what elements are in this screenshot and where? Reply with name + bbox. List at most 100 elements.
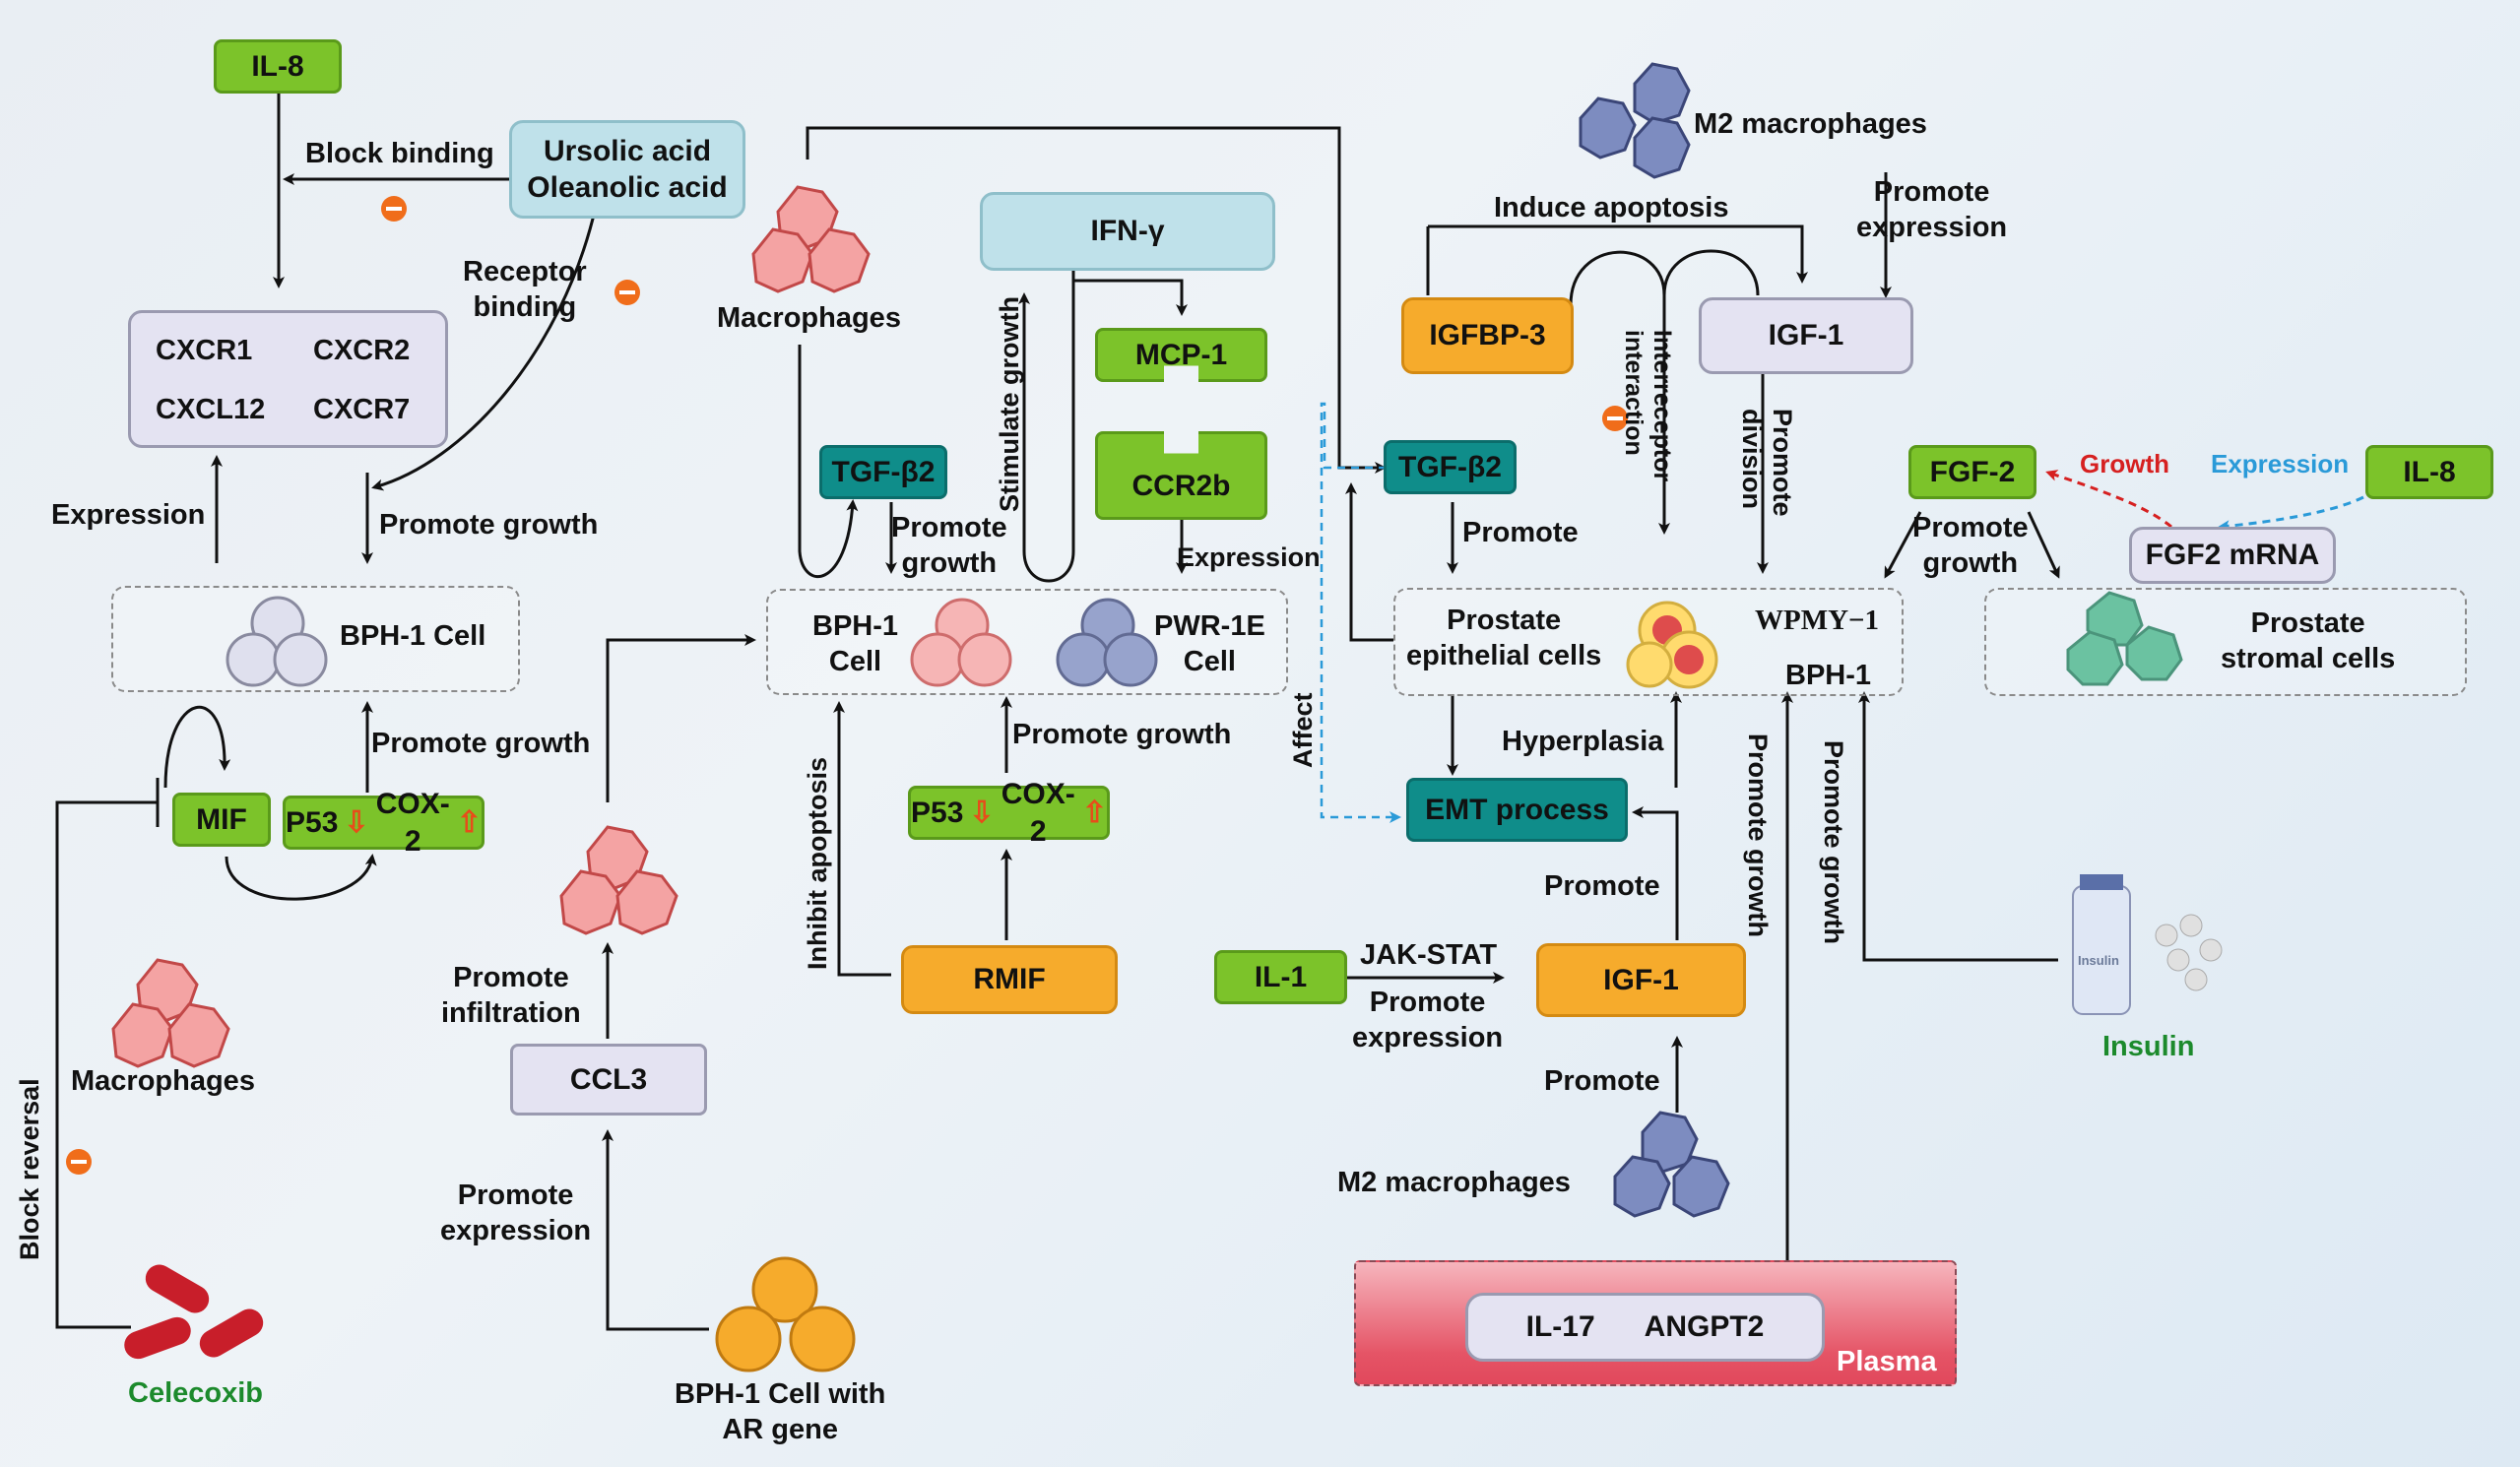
promote-division-line1: Promote	[1768, 409, 1797, 517]
stromal-line2: stromal cells	[2221, 643, 2396, 675]
bph1-center-line1: BPH-1	[812, 610, 899, 642]
celecoxib-label: Celecoxib	[128, 1377, 263, 1409]
arrow-up-icon: ⇧	[456, 805, 482, 839]
block-reversal-label: Block reversal	[15, 1078, 44, 1260]
angpt2-label: ANGPT2	[1644, 1310, 1765, 1344]
p53-cox2-center-node: P53⇩ COX-2⇧	[908, 778, 1110, 848]
arrow-igf1-emt	[1632, 806, 1679, 940]
macrophages-center-label: Macrophages	[717, 302, 901, 334]
arrow-mrna-fgf2-growth	[2045, 470, 2172, 529]
stromal-cells-box	[1984, 588, 2467, 696]
bph1-cell-left-box	[111, 586, 520, 692]
promote-expression-m2-line2: expression	[1856, 212, 2008, 244]
arrow-affect	[1320, 402, 1401, 823]
ursolic-acid-node: Ursolic acid Oleanolic acid	[509, 120, 745, 219]
promote-expression-il1-line2: expression	[1352, 1022, 1504, 1054]
promote-emt-label: Promote	[1544, 870, 1660, 902]
bph1-ar-line1: BPH-1 Cell with	[675, 1378, 886, 1410]
bph1-right-label: BPH-1	[1785, 660, 1872, 691]
igf1-bottom-node: IGF-1	[1536, 943, 1746, 1017]
il1-node: IL-1	[1214, 950, 1347, 1004]
bph1-ar-line2: AR gene	[722, 1414, 838, 1446]
bph1-cell-left-label: BPH-1 Cell	[340, 620, 486, 652]
jak-stat-label: JAK-STAT	[1360, 939, 1498, 971]
affect-label: Affect	[1288, 692, 1318, 768]
promote-growth-center-label: Promote growth	[1012, 719, 1232, 750]
expression-left-label: Expression	[51, 499, 206, 531]
mif-node: MIF	[172, 793, 271, 847]
p53-left-label: P53	[286, 805, 339, 839]
arrow-macro-tgf-right	[806, 126, 1387, 474]
arrow-down-icon: ⇩	[344, 805, 369, 839]
il17-label: IL-17	[1525, 1310, 1595, 1344]
stimulate-growth-label: Stimulate growth	[995, 295, 1024, 512]
p53-cox2-left-node: P53⇩ COX-2⇧	[283, 788, 485, 858]
promote-m2-label: Promote	[1544, 1065, 1660, 1097]
arrow-macro-center	[606, 634, 756, 802]
arrow-ifn-mcp1	[1073, 279, 1188, 316]
stromal-cells-label: Prostate stromal cells	[2221, 606, 2395, 677]
cox2-left-label: COX-2	[375, 788, 450, 858]
cxcr1-label: CXCR1	[156, 335, 253, 366]
prostate-epithelial-label: Prostate epithelial cells	[1406, 603, 1601, 674]
pwr1e-line2: Cell	[1183, 646, 1236, 678]
arrow-m2-igf1	[1428, 224, 1808, 284]
promote-tgf-label: Promote	[1462, 517, 1579, 548]
promote-infiltration-label: Promote infiltration	[441, 960, 581, 1032]
receptor-binding-line1: Receptor	[463, 256, 587, 287]
ifn-gamma-node: IFN-γ	[980, 192, 1275, 271]
rmif-node: RMIF	[901, 945, 1118, 1014]
macrophages-left-label: Macrophages	[71, 1065, 255, 1097]
ccl3-node: CCL3	[510, 1044, 707, 1116]
il17-angpt2-node: IL-17 ANGPT2	[1465, 1293, 1825, 1362]
line-celecoxib	[55, 800, 158, 1329]
prostate-epithelial-cell-icon	[1626, 601, 1718, 689]
prostate-epithelial-line2: epithelial cells	[1406, 640, 1602, 672]
induce-apoptosis-label: Induce apoptosis	[1494, 192, 1729, 223]
insulin-bottle-icon	[2072, 874, 2223, 1015]
promote-growth-left-label: Promote growth	[379, 509, 599, 541]
promote-expression-il1-label: Promote expression	[1352, 985, 1503, 1056]
arrow-down-icon: ⇩	[969, 796, 995, 829]
promote-infiltration-line2: infiltration	[441, 997, 581, 1030]
arrow-mif-p53	[225, 854, 377, 901]
insulin-bottle-label: Insulin	[2078, 953, 2119, 968]
interreceptor-line1: Interreceptor	[1648, 330, 1676, 482]
receptor-group-node: CXCR1 CXCR2 CXCL12 CXCR7	[128, 310, 448, 448]
expression-ccr2b-label: Expression	[1177, 542, 1321, 572]
promote-expression-il1-line1: Promote	[1369, 987, 1486, 1018]
promote-expression-m2-label: Promote expression	[1856, 174, 2007, 246]
promote-growth-left2-label: Promote growth	[371, 728, 591, 759]
il8-right-node: IL-8	[2365, 445, 2493, 499]
promote-growth-plasma-label: Promote growth	[1743, 734, 1773, 937]
stromal-line1: Prostate	[2250, 607, 2365, 639]
promote-growth-tgf-line2: growth	[901, 547, 998, 580]
arrow-up-icon: ⇧	[1081, 796, 1107, 829]
interreceptor-line2: interaction	[1620, 330, 1648, 456]
promote-growth-tgf-label: Promote growth	[891, 510, 1007, 582]
pwr1e-label: PWR-1E Cell	[1154, 608, 1265, 680]
arrow-receptor-binding	[371, 206, 598, 491]
tgfb2-right-node: TGF-β2	[1384, 440, 1517, 494]
receptor-binding-line2: binding	[473, 291, 577, 324]
cox2-center-label: COX-2	[1001, 778, 1075, 848]
arrow-fgf2-prostate	[1884, 511, 1922, 579]
cxcr2-label: CXCR2	[313, 335, 411, 366]
arrow-fgf2-stromal	[2027, 511, 2060, 579]
pwr1e-line1: PWR-1E	[1154, 610, 1265, 642]
macrophage-left-icon	[111, 958, 230, 1068]
p53-center-label: P53	[911, 796, 964, 829]
promote-growth-fgf-label: Promote growth	[1912, 510, 2029, 582]
capsule-icon	[124, 1264, 264, 1360]
bph1-center-cell-cluster-icon	[910, 598, 1012, 687]
inhibit-apoptosis-label: Inhibit apoptosis	[803, 757, 832, 970]
promote-growth-fgf-line1: Promote	[1912, 512, 2029, 543]
hyperplasia-label: Hyperplasia	[1502, 726, 1664, 757]
m2-macrophage-bottom-icon	[1613, 1111, 1730, 1218]
macrophage-ccl3-icon	[559, 825, 678, 935]
igf1-top-node: IGF-1	[1699, 297, 1913, 374]
ursolic-acid-label: Ursolic acid	[543, 134, 712, 167]
plasma-label: Plasma	[1837, 1346, 1937, 1377]
promote-expression-ccl3-line1: Promote	[457, 1180, 574, 1211]
